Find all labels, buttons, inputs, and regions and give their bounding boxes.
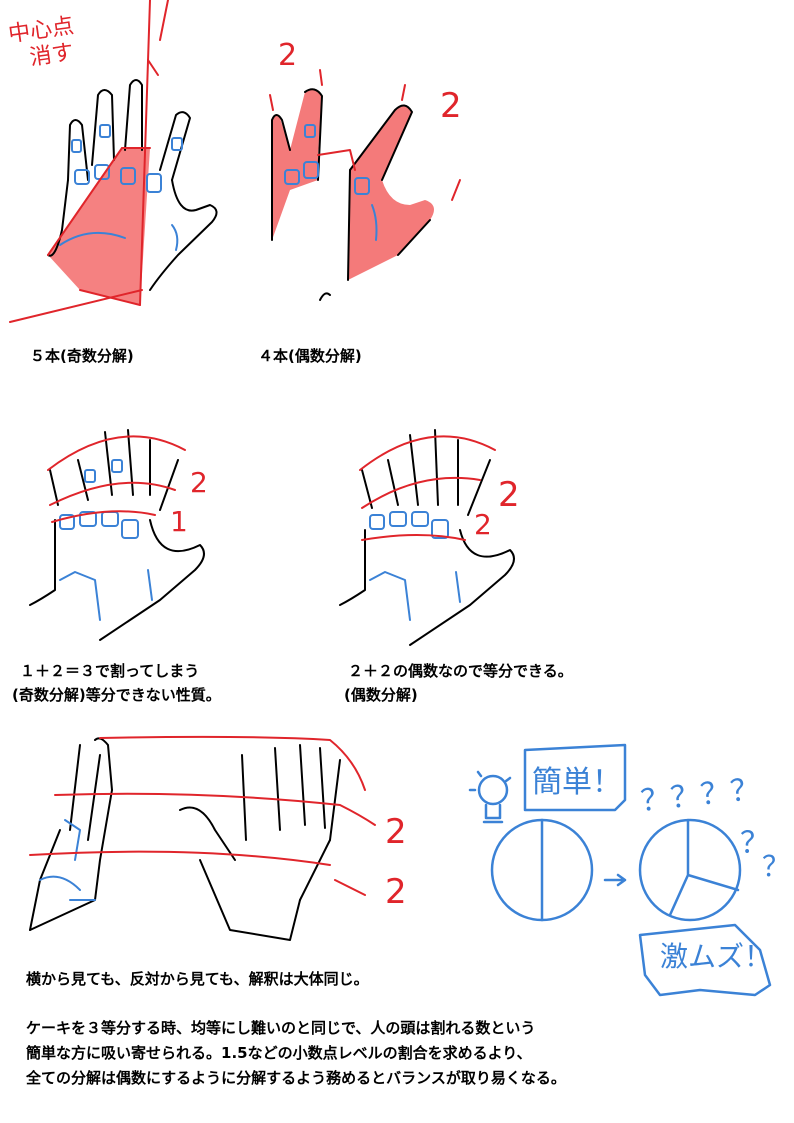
simple-label: 簡単！	[532, 765, 622, 800]
row2-left-number-1: 1	[170, 505, 188, 538]
row2-right-number-2b: 2	[474, 508, 492, 541]
row3-number-2a: 2	[385, 812, 407, 852]
caption-left-line1: １＋２＝３で割ってしまう	[20, 662, 200, 680]
body-line1: ケーキを３等分する時、均等にし難いのと同じで、人の頭は割れる数という	[26, 1019, 536, 1037]
row3-guide-lines	[29, 735, 376, 896]
panel2-number-left: 2	[278, 38, 298, 73]
caption-left-line2: (奇数分解)等分できない性質。	[12, 686, 221, 704]
caption-right-line2: (偶数分解)	[344, 686, 418, 704]
hand-five-fingers-sketch	[9, 0, 218, 323]
hand-palm-view-sketch	[179, 744, 341, 941]
caption-five-fingers: ５本(奇数分解)	[30, 347, 134, 365]
hand-side-view-sketch	[29, 737, 113, 931]
caption-side-view: 横から見ても、反対から見ても、解釈は大体同じ。	[26, 970, 369, 988]
lightbulb-icon	[468, 770, 512, 824]
body-line2: 簡単な方に吸い寄せられる。1.5などの小数点レベルの割合を求めるより、	[26, 1044, 532, 1062]
caption-right-line1: ２＋２の偶数なので等分できる。	[348, 662, 573, 680]
hand-row2-left-sketch	[29, 429, 205, 641]
simple-box	[523, 743, 627, 812]
question-mark-right-2: ？	[762, 850, 791, 883]
row2-right-number-2a: 2	[498, 475, 520, 515]
hand-four-fingers-sketch	[269, 69, 461, 301]
hard-label: 激ムズ！	[660, 940, 773, 973]
hard-box	[638, 923, 772, 997]
panel2-number-right: 2	[440, 86, 462, 126]
circle-third-split	[638, 818, 742, 922]
center-point-note: 中心点 消す	[7, 14, 80, 75]
cake-diagram	[468, 743, 772, 997]
caption-four-fingers: ４本(偶数分解)	[258, 347, 362, 365]
hand-row2-right-sketch	[339, 429, 515, 646]
body-line3: 全ての分解は偶数にするように分解するよう務めるとバランスが取り易くなる。	[26, 1069, 566, 1087]
question-mark-right: ？	[740, 826, 770, 861]
row2-left-number-2: 2	[190, 466, 208, 499]
row3-number-2b: 2	[385, 872, 407, 912]
